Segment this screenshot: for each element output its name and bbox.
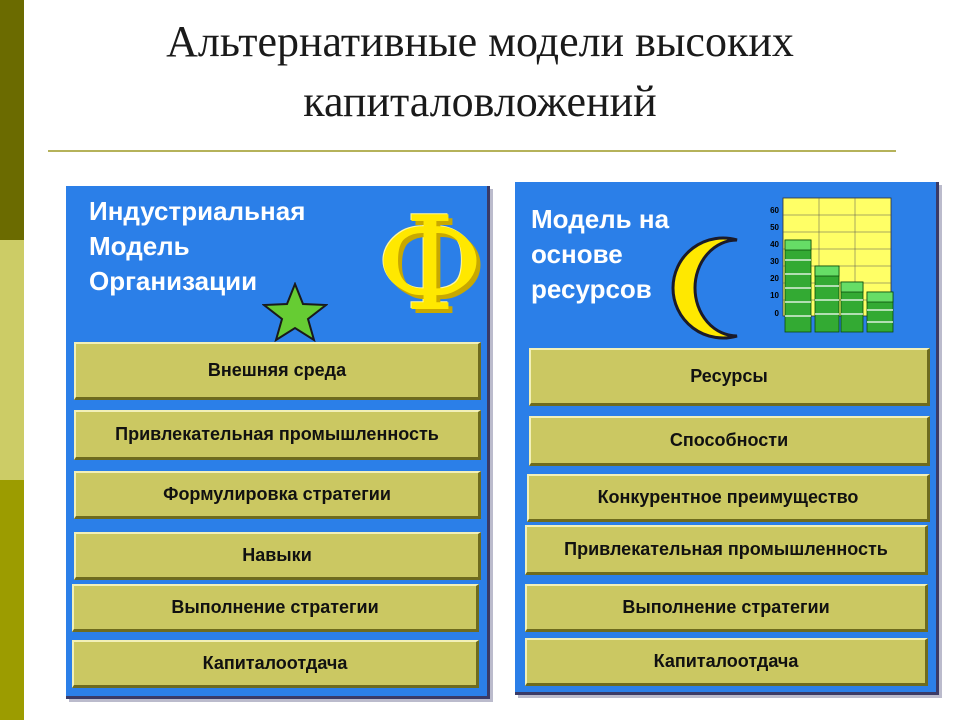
decor-stripe-bottom: [0, 480, 24, 720]
chart-tick-10: 10: [770, 291, 779, 300]
chart-tick-20: 20: [770, 274, 779, 283]
decor-stripe-top: [0, 0, 24, 240]
title-divider: [48, 150, 896, 152]
chart-tick-50: 50: [770, 223, 779, 232]
step-attractive-industry: Привлекательная промышленность: [74, 410, 481, 460]
slide-title-line-1: Альтернативные модели высоких: [166, 17, 794, 66]
step-return-on-capital: Капиталоотдача: [525, 638, 928, 686]
step-strategy-execution: Выполнение стратегии: [525, 584, 928, 632]
slide-title-line-2: капиталовложений: [303, 77, 657, 126]
industrial-model-panel: Индустриальная Модель Организации Ф Внеш…: [66, 186, 490, 699]
step-attractive-industry: Привлекательная промышленность: [525, 525, 928, 575]
money-stacks-chart-icon: 60 50 40 30 20 10 0: [770, 197, 894, 333]
star-icon: [262, 282, 328, 342]
chart-tick-60: 60: [770, 206, 779, 215]
resource-model-panel: Модель на основе ресурсов 60 50 40 30 20…: [515, 182, 939, 695]
step-external-environment: Внешняя среда: [74, 342, 481, 400]
step-resources: Ресурсы: [529, 348, 930, 406]
step-strategy-execution: Выполнение стратегии: [72, 584, 479, 632]
chart-tick-40: 40: [770, 240, 779, 249]
step-return-on-capital: Капиталоотдача: [72, 640, 479, 688]
phi-symbol: Ф: [376, 188, 484, 340]
crescent-moon-icon: [671, 236, 738, 340]
step-capabilities: Способности: [529, 416, 930, 466]
chart-tick-0: 0: [775, 309, 780, 318]
step-competitive-advantage: Конкурентное преимущество: [527, 474, 930, 522]
slide-title: Альтернативные модели высоких капиталовл…: [40, 12, 920, 132]
step-strategy-formulation: Формулировка стратегии: [74, 471, 481, 519]
resource-model-title: Модель на основе ресурсов: [531, 204, 670, 304]
decor-stripe-middle: [0, 240, 24, 480]
step-skills: Навыки: [74, 532, 481, 580]
chart-tick-30: 30: [770, 257, 779, 266]
industrial-model-title: Индустриальная Модель Организации: [89, 196, 306, 296]
